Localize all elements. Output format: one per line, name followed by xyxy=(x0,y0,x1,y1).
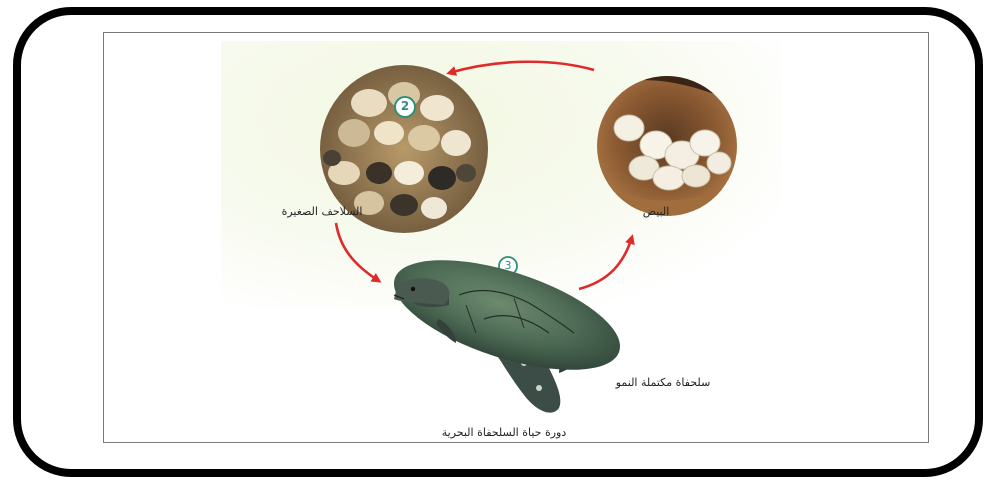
arrow-hatchlings-to-adult xyxy=(336,223,379,281)
diagram-caption: دورة حياة السلحفاة البحرية xyxy=(404,426,604,439)
label-eggs: البيض xyxy=(626,205,686,218)
stage-2-number: 2 xyxy=(398,99,412,113)
diagram-panel: 2 3 البيض السلاحف الصغيرة سلحفاة مكتملة … xyxy=(103,32,929,443)
arrow-eggs-to-hatchlings xyxy=(449,62,594,73)
label-hatchlings: السلاحف الصغيرة xyxy=(262,205,382,218)
label-adult-turtle: سلحفاة مكتملة النمو xyxy=(588,376,738,389)
stage-3-number: 3 xyxy=(502,259,514,272)
life-cycle-diagram xyxy=(104,33,928,442)
arrow-adult-to-eggs xyxy=(579,237,632,289)
eggs-image xyxy=(597,73,737,223)
